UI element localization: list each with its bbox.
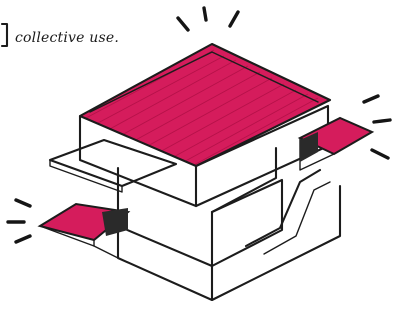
stair-ramp-edge <box>264 182 330 254</box>
emphasis-tick-top-2 <box>204 8 206 20</box>
building-sketch <box>40 44 372 300</box>
emphasis-tick-top-1 <box>178 18 188 30</box>
emphasis-tick-right-3 <box>372 150 388 158</box>
legend: collective use. <box>2 24 119 46</box>
legend-swatch-outline <box>2 24 7 46</box>
legend-label: collective use. <box>15 30 119 46</box>
emphasis-tick-right-2 <box>374 120 390 122</box>
upper-volume-shoulder <box>212 148 276 212</box>
roof-collective-area <box>80 44 330 166</box>
emphasis-tick-left-1 <box>16 200 30 206</box>
emphasis-tick-right-1 <box>364 96 378 102</box>
base-step <box>94 246 118 258</box>
emphasis-tick-left-3 <box>16 236 30 242</box>
left-terrace-shadow <box>102 208 128 236</box>
emphasis-tick-top-3 <box>230 12 238 26</box>
